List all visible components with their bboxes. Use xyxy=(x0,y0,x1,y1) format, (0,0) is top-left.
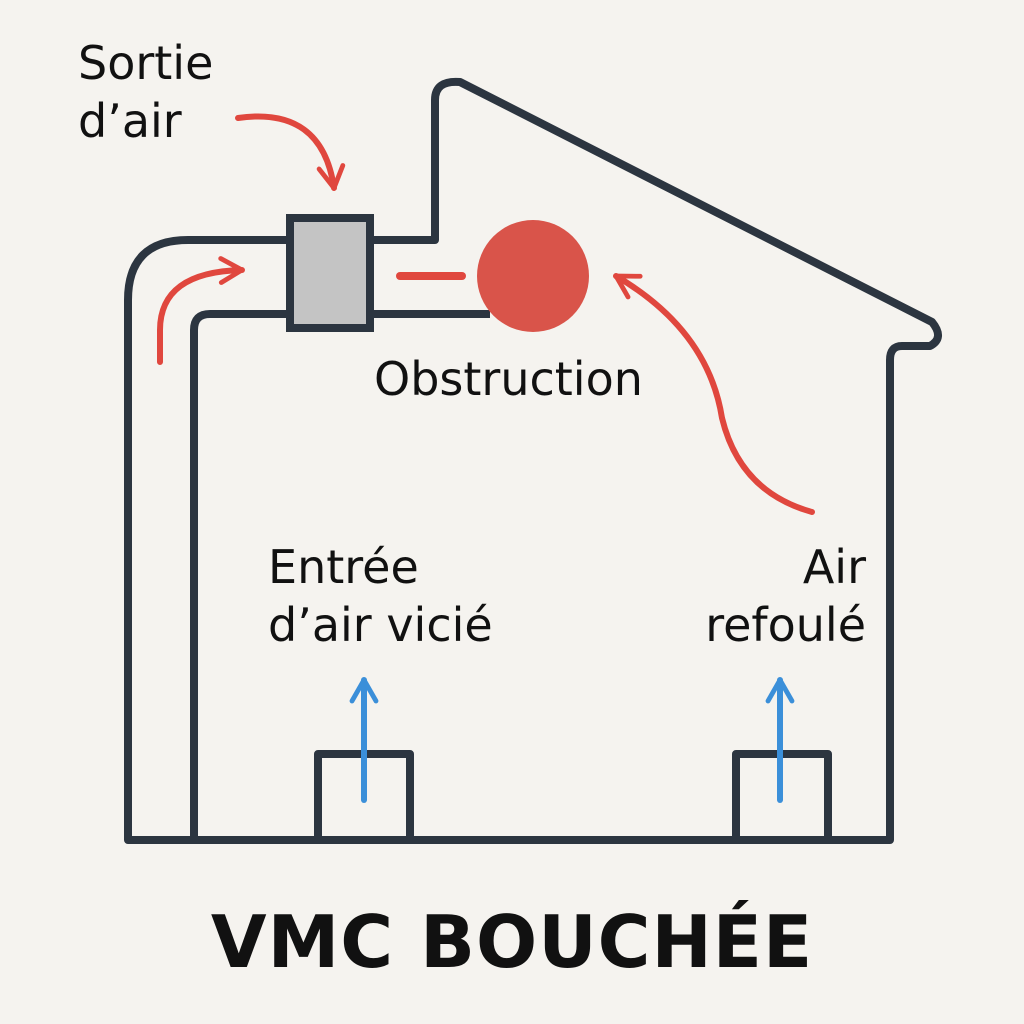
discharged-air-label-line2: refoulé xyxy=(705,598,866,652)
air-outlet-label: Sortie d’air xyxy=(78,34,213,150)
diagram-title: VMC BOUCHÉE xyxy=(210,900,814,984)
discharged-air-label: Air refoulé xyxy=(660,538,866,654)
duct-flow-arrow xyxy=(157,256,245,365)
stale-air-inlet-label: Entrée d’air vicié xyxy=(268,538,493,654)
duct-inner-wall xyxy=(190,310,288,840)
refoule-arrow xyxy=(613,273,815,515)
outlet-pointer-arrow xyxy=(235,113,346,191)
obstruction-label: Obstruction xyxy=(374,350,643,408)
stale-air-inlet-label-line2: d’air vicié xyxy=(268,598,493,652)
house-outline xyxy=(124,77,942,844)
stale-air-inlet-label-line1: Entrée xyxy=(268,540,419,594)
fan-box xyxy=(286,214,374,332)
obstruction-blob xyxy=(477,220,589,332)
air-outlet-label-line1: Sortie xyxy=(78,36,214,90)
air-outlet-label-line2: d’air xyxy=(78,94,182,148)
discharged-air-label-line1: Air xyxy=(802,540,866,594)
obstruction-label-text: Obstruction xyxy=(374,352,643,406)
